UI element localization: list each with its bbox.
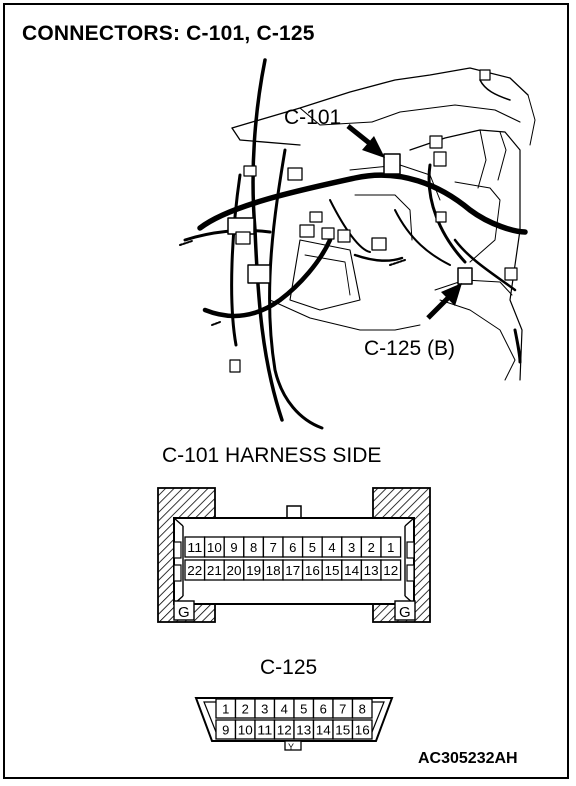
c101-pin-label-17: 17 [285,563,300,578]
c101-pin-label-2: 2 [368,540,375,555]
c101-pin-label-1: 1 [387,540,394,555]
c125-pin-label-15: 15 [335,723,350,738]
c125-pin-label-10: 10 [238,723,253,738]
c101-harness-heading: C-101 HARNESS SIDE [162,444,381,467]
c101-pin-label-21: 21 [207,563,222,578]
c101-left-ground-mark: G [178,604,190,621]
c125-pin-label-4: 4 [281,702,288,717]
c101-pin-label-11: 11 [187,540,202,555]
c101-pin-label-4: 4 [328,540,335,555]
c125-pin-label-14: 14 [316,723,331,738]
c125-pin-cell [351,698,373,719]
c125-pin-label-1: 1 [222,702,229,717]
c101-callout-label: C-101 [284,106,341,129]
c125-pin-label-11: 11 [257,723,272,738]
c101-pin-label-15: 15 [325,563,340,578]
figure-reference-code: AC305232AH [418,750,518,767]
page-title: CONNECTORS: C-101, C-125 [22,22,315,45]
c125-pin-label-8: 8 [359,702,366,717]
c101-pin-label-9: 9 [230,540,237,555]
c101-pin-label-7: 7 [270,540,277,555]
c101-callout-arrow [346,124,385,158]
c125-pin-label-13: 13 [296,723,311,738]
c101-right-ground-mark: G [399,604,411,621]
c125-pin-label-16: 16 [355,723,370,738]
c125-pin-label-12: 12 [277,723,292,738]
c101-pin-label-18: 18 [266,563,281,578]
c101-pin-label-19: 19 [246,563,261,578]
c125-pin-label-7: 7 [339,702,346,717]
c125-heading: C-125 [260,656,317,679]
c101-pin-label-16: 16 [305,563,320,578]
c101-pin-cell [380,559,402,581]
c101-pin-label-14: 14 [344,563,359,578]
c101-pin-label-3: 3 [348,540,355,555]
c101-pin-label-6: 6 [289,540,296,555]
c125-key-mark: Y [288,742,294,752]
c125-pin-label-3: 3 [261,702,268,717]
c125-pin-label-6: 6 [320,702,327,717]
c101-pin-label-13: 13 [364,563,379,578]
c125-pin-label-5: 5 [300,702,307,717]
c101-pin-label-12: 12 [383,563,398,578]
c125-callout-arrow [426,283,462,320]
c125-pin-label-2: 2 [242,702,249,717]
c101-pin-label-10: 10 [207,540,222,555]
c101-pin-label-20: 20 [227,563,242,578]
c101-pin-label-5: 5 [309,540,316,555]
c101-pin-cell [380,536,402,558]
dashboard-harness-illustration [179,58,536,430]
c125-pin-cell [351,719,373,740]
c101-pin-label-8: 8 [250,540,257,555]
c125-pin-label-9: 9 [222,723,229,738]
diagram-frame [3,3,569,779]
c101-pin-label-22: 22 [187,563,202,578]
c125-callout-label: C-125 (B) [364,337,455,360]
